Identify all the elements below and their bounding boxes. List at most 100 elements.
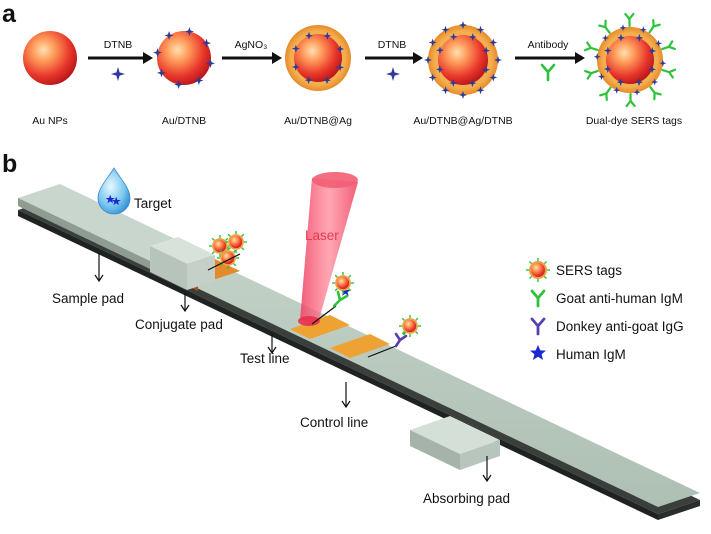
dtnb-molecule-icon [194,76,204,86]
sers-tag-icon [402,318,418,334]
laser-beam [298,172,358,326]
arrow-dtnb-1 [88,52,153,64]
antibody-icon [661,40,676,51]
antibody-spike [227,233,231,237]
dtnb-molecule-icon [291,44,300,53]
dtnb-molecule-icon [639,26,647,34]
dtnb-molecule-icon [336,63,345,72]
arrow-absorbing-pad [482,456,492,483]
dtnb-molecule-icon [635,33,644,42]
antibody-icon [599,86,612,101]
sers-tag-control-line [399,315,421,337]
particle-dual-dye-sers-tag [583,12,677,108]
dtnb-molecule-icon [336,44,345,53]
antibody-spike [211,237,215,241]
dtnb-molecule-icon [428,38,437,47]
antibody-spike [401,317,405,321]
antibody-spike [543,275,547,279]
legend-human-igm-star-icon [530,345,546,360]
legend-label-sers-tags: SERS tags [556,263,622,278]
dtnb-molecule-icon [482,46,491,55]
antibody-spike [219,263,223,267]
antibody-icon [661,68,677,79]
dtnb-molecule-icon [489,38,498,47]
sers-tag-test-line [332,272,354,294]
panel-b-letter: b [2,150,17,178]
target-drop-icon [97,167,131,215]
dtnb-molecule-icon [635,78,644,87]
label-au-dtnb-ag-dtnb: Au/DTNB@Ag/DTNB [413,115,512,127]
dtnb-molecule-icon [291,63,300,72]
label-control-line: Control line [300,415,368,430]
antibody-spike [241,233,245,237]
sers-tag-cluster [209,231,247,269]
dtnb-molecule-icon [476,86,485,95]
dtnb-molecule-icon [603,46,612,55]
dtnb-molecule-icon [648,65,657,74]
sers-tag-icon [228,234,244,250]
antibody-icon [624,12,635,28]
control-line [330,334,390,358]
dtnb-molecule-icon [482,65,491,74]
dtnb-molecule-icon [648,46,657,55]
dtnb-molecule-icon [156,68,166,78]
dtnb-molecule-icon [619,24,627,32]
target-label: Target [134,196,172,211]
arrow-label-dtnb-2: DTNB [378,39,407,51]
legend-donkey-antibody-icon [530,317,546,336]
dtnb-molecule-icon [459,21,467,29]
antibody-spike [334,274,338,278]
dtnb-molecule-icon [184,27,194,37]
panel-a-letter: a [2,0,17,28]
absorbing-pad [410,416,500,470]
antibody-spike [348,288,352,292]
dtnb-molecule-icon [323,31,332,40]
antibody-spike [348,274,352,278]
antibody-spike [415,331,419,335]
antibody-spike [211,251,215,255]
test-line-complex [311,286,351,325]
arrow-antibody [515,52,585,64]
legend-goat-antibody-icon [530,289,546,308]
arrow-sample-pad [94,253,104,283]
label-au-dtnb: Au/DTNB [162,115,206,127]
particle-au-nps [23,31,77,85]
legend-sers-tag-icon [526,258,550,282]
dtnb-molecule-icon [468,32,477,41]
dtnb-molecule-icon [304,31,313,40]
antibody-spike [233,263,237,267]
dtnb-molecule-icon [428,73,437,82]
dtnb-molecule-icon [597,73,605,81]
dtnb-molecule-icon [435,65,444,74]
laser-label: Laser [305,228,339,243]
dtnb-molecule-icon [164,30,174,40]
dtnb-molecule-icon [304,76,313,85]
legend-label-human-igm: Human IgM [556,347,626,362]
arrow-conjugate-pad [180,293,190,313]
antibody-spike [241,247,245,251]
particle-au-dtnb-ag [285,25,351,91]
antibody-icon [583,41,599,52]
label-conjugate-pad: Conjugate pad [135,317,223,332]
label-au-dtnb-ag: Au/DTNB@Ag [284,115,352,127]
antibody-icon [540,63,556,82]
antibody-icon [648,19,661,34]
legend-label-goat-anti-human-igm: Goat anti-human IgM [556,291,683,306]
dtnb-molecule-icon [659,59,667,67]
dtnb-molecule-icon [202,38,212,48]
dtnb-molecule-icon [424,56,432,64]
dtnb-molecule-icon [603,65,612,74]
arrow-label-antibody: Antibody [528,39,570,51]
label-test-line: Test line [240,351,290,366]
cluster-leader-line [207,253,241,271]
dtnb-molecule-icon [449,32,458,41]
label-dual-dye-sers-tags: Dual-dye SERS tags [586,115,682,127]
dtnb-molecule-icon [593,53,601,61]
arrow-control-line [341,382,351,409]
dtnb-molecule-icon [489,73,498,82]
antibody-spike [233,249,237,253]
dtnb-molecule-icon [613,86,621,94]
dtnb-molecule-icon [323,76,332,85]
antibody-spike [225,237,229,241]
particle-au-dtnb [153,27,215,89]
